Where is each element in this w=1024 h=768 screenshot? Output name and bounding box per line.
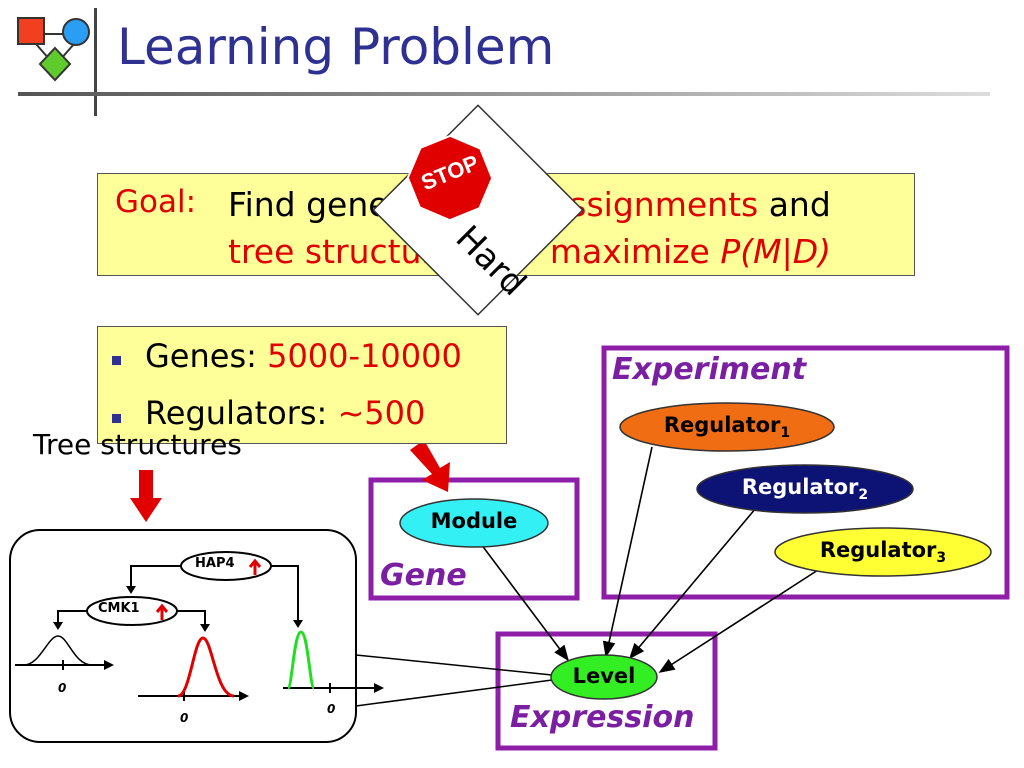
goal-line-1: Find gene assignments and [228, 185, 831, 224]
network-nodes-icon [17, 17, 90, 82]
regulator-2-name: Regulator [741, 475, 859, 499]
bullet-marker [112, 414, 121, 423]
curve-red [177, 636, 235, 698]
bullet-genes-value: 5000-10000 [267, 337, 462, 375]
gene-label: Gene [380, 558, 467, 593]
red-arrow-module [410, 440, 450, 492]
experiment-box [601, 345, 1010, 600]
regulator-1-sub: 1 [780, 425, 791, 442]
tree-panel [9, 529, 357, 743]
goal-text-maximize: maximize [549, 232, 721, 271]
level-node [550, 654, 658, 700]
level-label: Level [572, 664, 636, 688]
red-arrow-tree-shaft [139, 470, 153, 500]
edge-reg3-level [658, 569, 819, 673]
experiment-label: Experiment [612, 352, 807, 387]
hap4-up-arrow-icon [248, 558, 262, 575]
regulator-1-name: Regulator [663, 413, 781, 437]
regulator-3-name: Regulator [819, 538, 937, 562]
hap4-label: HAP4 [195, 556, 235, 571]
title-divider-vertical [94, 8, 97, 116]
bullet-marker [112, 356, 121, 365]
axis-zero-3: 0 [327, 702, 336, 716]
bullets-box [97, 326, 507, 444]
regulator-2-label: Regulator2 [697, 475, 913, 503]
module-label: Module [430, 509, 518, 533]
bullet-regulators-value: ~500 [337, 394, 426, 432]
bullet-regulators-label: Regulators: [145, 394, 338, 432]
expression-box [495, 631, 718, 751]
title-underline [18, 92, 990, 96]
red-arrow-tree-head [130, 498, 162, 522]
module-node [399, 498, 549, 548]
gene-box [368, 477, 580, 601]
edge-reg1-level [602, 446, 653, 658]
goal-text-probability: P(M|D) [720, 232, 831, 271]
tree-structures-label: Tree structures [33, 428, 242, 461]
edge-reg2-level [628, 507, 757, 660]
regulator-3-sub: 3 [936, 550, 947, 567]
regulator-2-sub: 2 [858, 487, 869, 504]
tree-connector-top [355, 654, 553, 676]
edge-module-level [477, 539, 569, 662]
stop-sign-icon [406, 134, 494, 222]
bullet-regulators: Regulators: ~500 [145, 394, 425, 432]
curve-black [23, 635, 93, 666]
expression-label: Expression [510, 700, 695, 735]
regulator-3-node [774, 527, 992, 577]
goal-text-find-gene: Find gene [228, 185, 400, 224]
goal-text-and: and [758, 185, 831, 224]
bullet-genes-label: Genes: [145, 337, 268, 375]
cmk1-up-arrow-icon [155, 603, 169, 620]
regulator-1-node [619, 402, 835, 452]
bullet-genes: Genes: 5000-10000 [145, 337, 462, 375]
regulator-1-label: Regulator1 [620, 413, 834, 441]
regulator-2-node [696, 464, 914, 514]
tree-connector-bottom [355, 679, 553, 707]
cmk1-label: CMK1 [98, 601, 140, 616]
goal-label: Goal: [115, 184, 197, 220]
axis-zero-2: 0 [180, 711, 189, 725]
curve-green [286, 630, 316, 690]
slide-title: Learning Problem [117, 18, 555, 76]
hard-badge [372, 104, 584, 316]
axis-zero-1: 0 [58, 681, 67, 695]
regulator-3-label: Regulator3 [775, 538, 991, 566]
goal-text-assignments: assignments [549, 185, 759, 224]
